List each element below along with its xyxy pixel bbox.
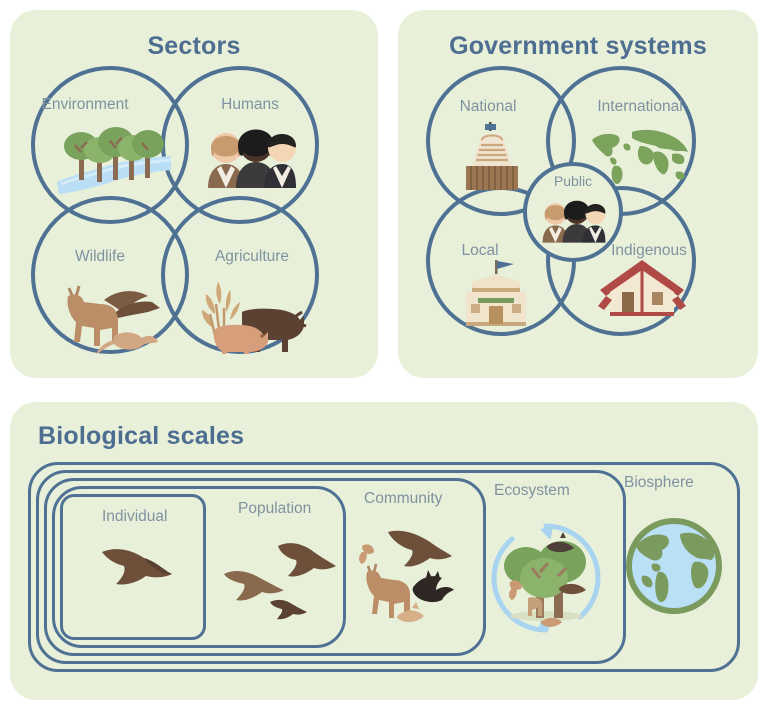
world-map-icon: [588, 128, 692, 188]
parliament-building-icon: [456, 122, 528, 192]
venn-diagram-government: National International Local Indigenous …: [398, 10, 758, 378]
venn-diagram-sectors: Environment Humans Wildlife Agriculture: [10, 10, 378, 378]
panel-title-sectors: Sectors: [147, 32, 241, 60]
venn-label-agriculture: Agriculture: [214, 248, 290, 265]
deer-bird-lizard-icon: [56, 272, 176, 354]
town-hall-icon: [460, 260, 532, 326]
single-bird-icon: [98, 544, 174, 598]
three-people-icon: [206, 120, 298, 190]
venn-circle-indigenous[interactable]: [546, 186, 696, 336]
venn-label-national: National: [459, 98, 517, 115]
bio-label-biosphere: Biosphere: [624, 474, 694, 491]
cow-pig-wheat-icon: [196, 268, 308, 354]
panel-sectors: Sectors Environment Humans Wildlife Agri…: [10, 10, 378, 378]
three-people-icon: [541, 194, 607, 244]
deer-bat-birds-icon: [356, 530, 468, 626]
panel-government-systems: Government systems National Internationa…: [398, 10, 758, 378]
marae-house-icon: [596, 258, 688, 320]
bio-label-population: Population: [238, 500, 312, 517]
panel-title-government-systems: Government systems: [449, 32, 707, 60]
venn-label-public: Public: [553, 173, 593, 189]
venn-label-indigenous: Indigenous: [611, 242, 687, 259]
trees-cycle-icon: [488, 520, 604, 636]
panel-title-biological-scales: Biological scales: [38, 422, 245, 450]
venn-label-wildlife: Wildlife: [75, 248, 125, 265]
bio-label-community: Community: [364, 490, 443, 507]
panel-biological-scales: Biological scales Individual Population …: [10, 402, 758, 700]
three-birds-icon: [222, 536, 338, 622]
globe-icon: [622, 514, 726, 618]
bio-label-individual: Individual: [102, 508, 168, 525]
forest-river-icon: [55, 118, 173, 194]
venn-label-local: Local: [461, 242, 499, 259]
venn-label-international: International: [597, 98, 683, 115]
bio-label-ecosystem: Ecosystem: [494, 482, 570, 499]
venn-label-humans: Humans: [221, 96, 279, 113]
venn-label-environment: Environment: [41, 96, 129, 113]
